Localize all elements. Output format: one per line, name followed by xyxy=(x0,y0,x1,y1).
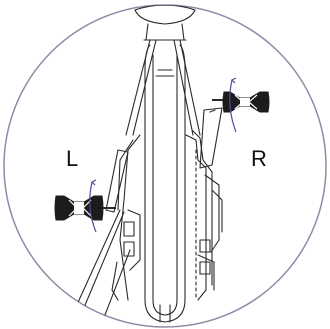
left-pedal-label: L xyxy=(66,148,78,170)
right-pedal-label: R xyxy=(251,148,267,170)
circle-frame xyxy=(4,5,326,327)
